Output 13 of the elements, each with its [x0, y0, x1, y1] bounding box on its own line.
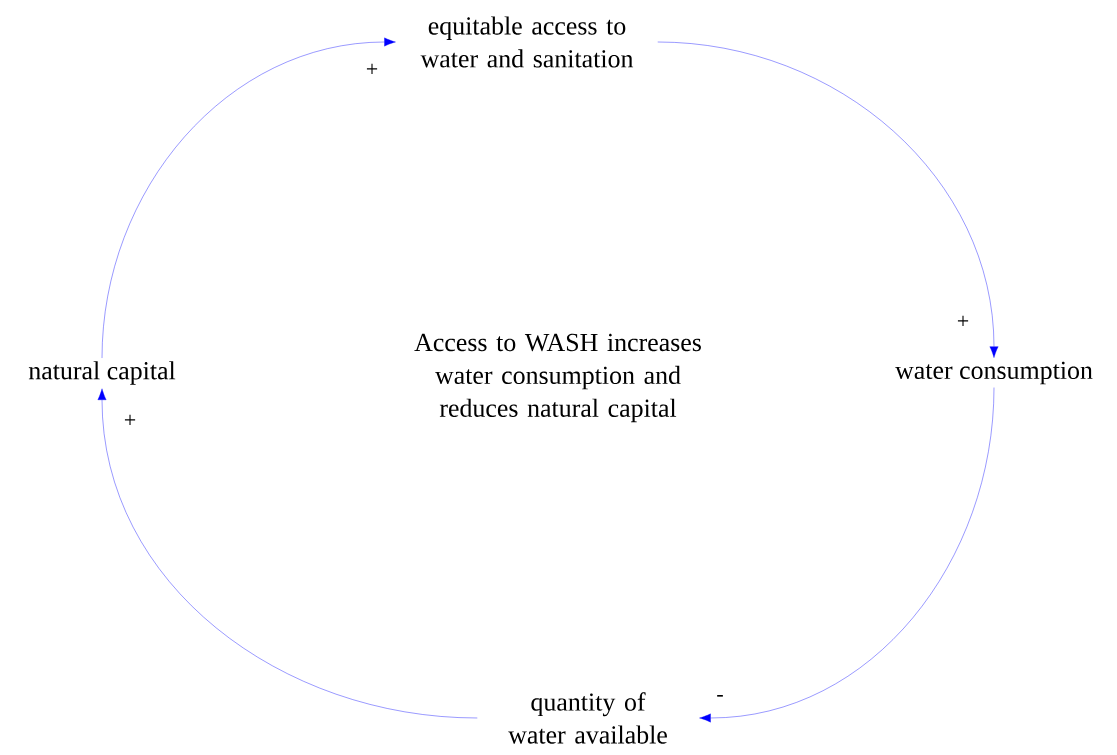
polarity-sign: - — [717, 695, 723, 697]
polarity-sign: + — [366, 63, 378, 74]
arrow — [97, 388, 478, 719]
variable-label: quantity of water available — [508, 692, 667, 744]
variable-label: water consumption — [895, 361, 1093, 385]
polarity-sign: + — [124, 414, 136, 425]
polarity-sign: + — [957, 315, 969, 326]
arrow — [101, 37, 396, 359]
arrow — [699, 387, 995, 723]
arrow — [657, 41, 999, 358]
variable-label: natural capital — [28, 361, 176, 385]
variable-label: equitable access to water and sanitation — [420, 16, 634, 68]
loop-description: Access to WASH increases water consumption and reduces natural capital — [414, 333, 701, 423]
